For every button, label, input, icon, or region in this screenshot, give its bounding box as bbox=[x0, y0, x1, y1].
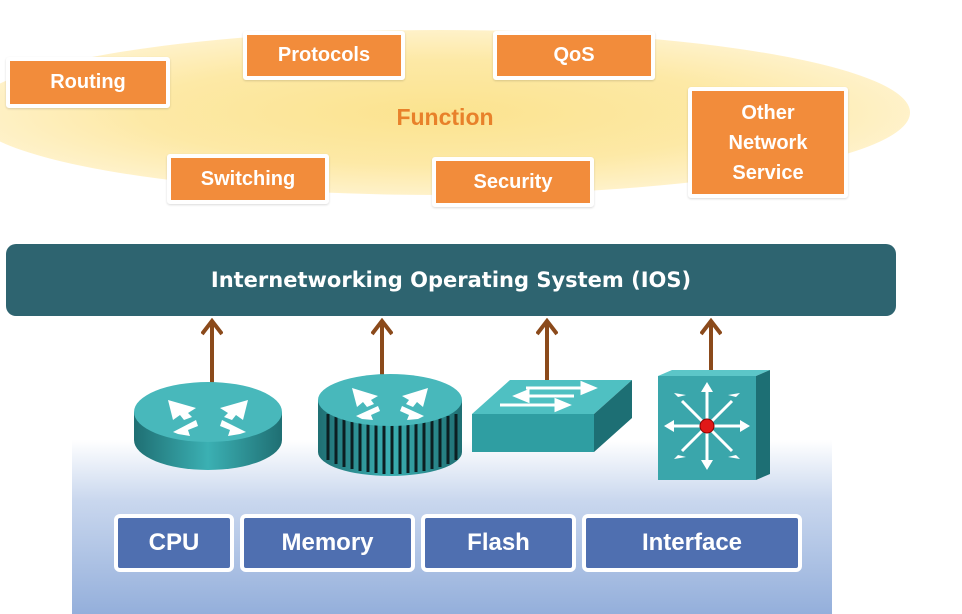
flash-box: Flash bbox=[421, 514, 576, 572]
memory-box: Memory bbox=[240, 514, 415, 572]
protocols-box: Protocols bbox=[243, 31, 405, 80]
switch-icon bbox=[472, 380, 632, 452]
router-with-fins-icon bbox=[318, 374, 462, 476]
cpu-box: CPU bbox=[114, 514, 234, 572]
router-icon bbox=[134, 382, 282, 470]
routing-box: Routing bbox=[6, 57, 170, 108]
security-box: Security bbox=[432, 157, 594, 207]
interface-box: Interface bbox=[582, 514, 802, 572]
multilayer-switch-icon bbox=[658, 370, 770, 480]
switching-box: Switching bbox=[167, 154, 329, 204]
qos-box: QoS bbox=[493, 31, 655, 80]
other-network-service-box: Other Network Service bbox=[688, 87, 848, 198]
function-label: Function bbox=[396, 104, 494, 130]
ios-bar: Internetworking Operating System (IOS) bbox=[6, 244, 896, 316]
